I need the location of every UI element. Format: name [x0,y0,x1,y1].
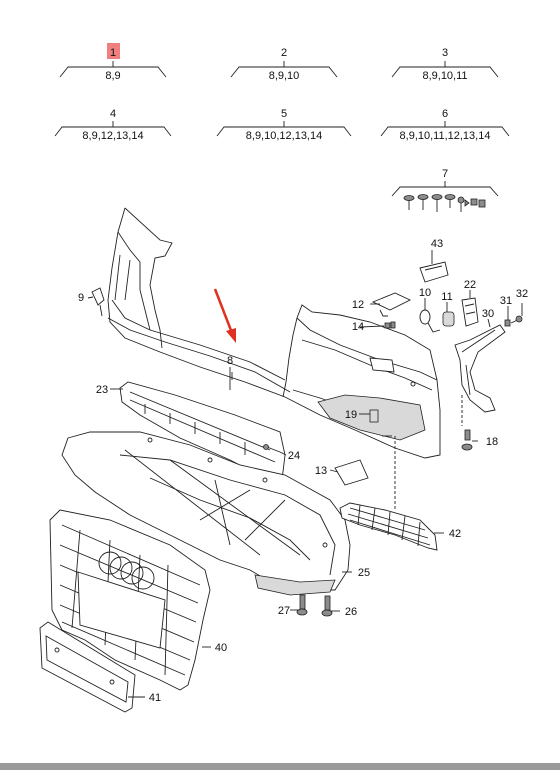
variant-number: 3 [442,47,448,59]
variant-bracket [230,61,338,78]
variant-1-highlight [107,43,120,59]
variant-parts: 8,9,10,11,12,13,14 [400,130,491,142]
screw-18 [461,429,473,451]
variant-bracket [59,61,167,78]
callout-11[interactable]: 11 [441,291,452,303]
callout-13[interactable]: 13 [315,465,327,477]
sensor-11 [442,311,455,327]
variant-parts: 8,9,10,12,13,14 [246,130,322,142]
callouts: 8 9 10 11 12 13 14 18 19 22 23 24 25 26 … [78,238,528,704]
variant-bracket [216,121,352,137]
clip-14 [384,321,396,329]
callout-42[interactable]: 42 [449,528,461,540]
variant-1[interactable]: 1 8,9 [59,47,167,82]
sensor-holder-10 [419,309,441,333]
callout-18[interactable]: 18 [486,436,498,448]
callout-27[interactable]: 27 [278,605,290,617]
callout-43[interactable]: 43 [431,238,443,250]
callout-23[interactable]: 23 [96,384,108,396]
variant-4[interactable]: 4 8,9,12,13,14 [54,108,172,142]
side-guide-bracket [454,324,506,413]
callout-30[interactable]: 30 [482,308,494,320]
footer-bar [0,763,560,770]
screw-27 [296,594,308,616]
variant-parts: 8,9 [105,70,120,82]
sensor-19 [369,409,379,423]
callout-12[interactable]: 12 [352,299,364,311]
bracket-22 [461,297,479,327]
license-recess [77,571,166,649]
side-grille [339,502,438,551]
location-arrow [213,288,236,343]
variant-number: 6 [442,108,448,120]
variant-parts: 8,9,12,13,14 [82,130,143,142]
clip-9 [91,287,105,317]
callout-41[interactable]: 41 [149,692,161,704]
variant-bracket [54,121,172,137]
tow-eye-cover-13 [334,459,369,486]
variant-bracket [391,61,499,78]
variant-2[interactable]: 2 8,9,10 [230,47,338,82]
variant-parts: 8,9,10,11 [422,70,467,82]
callout-9[interactable]: 9 [78,292,84,304]
callout-14[interactable]: 14 [352,321,364,333]
variant-number: 5 [281,108,287,120]
variant-number: 1 [110,47,116,59]
variant-parts: 8,9,10 [269,70,300,82]
variant-3[interactable]: 3 8,9,10,11 [391,47,499,82]
license-plate-bracket [39,621,136,713]
variant-bracket [391,181,499,197]
lower-undertray [61,431,351,596]
callout-22[interactable]: 22 [464,279,476,291]
variant-number: 2 [281,47,287,59]
sensor-hole [369,357,395,373]
callout-25[interactable]: 25 [358,567,370,579]
variant-number: 4 [110,108,116,120]
callout-8[interactable]: 8 [227,355,233,367]
variant-bracket [380,121,510,137]
screw-26 [321,595,333,617]
audi-rings-logo [98,551,155,590]
leader-lines [87,250,523,698]
screw-31-32 [504,315,523,327]
callout-24[interactable]: 24 [288,450,300,462]
callout-32[interactable]: 32 [516,288,528,300]
callout-31[interactable]: 31 [500,295,512,307]
callout-10[interactable]: 10 [419,287,431,299]
variant-number: 7 [442,168,448,180]
variant-7[interactable]: 7 [391,168,499,197]
cover-cap-43 [419,261,449,283]
callout-40[interactable]: 40 [215,642,227,654]
tow-eye-cover-12 [371,292,412,317]
fastener-set-illustration [403,194,486,212]
callout-26[interactable]: 26 [345,606,357,618]
variant-6[interactable]: 6 8,9,10,11,12,13,14 [380,108,510,142]
screw-24 [263,444,281,453]
radiator-grille [49,509,211,691]
callout-19[interactable]: 19 [345,409,357,421]
variant-5[interactable]: 5 8,9,10,12,13,14 [216,108,352,142]
